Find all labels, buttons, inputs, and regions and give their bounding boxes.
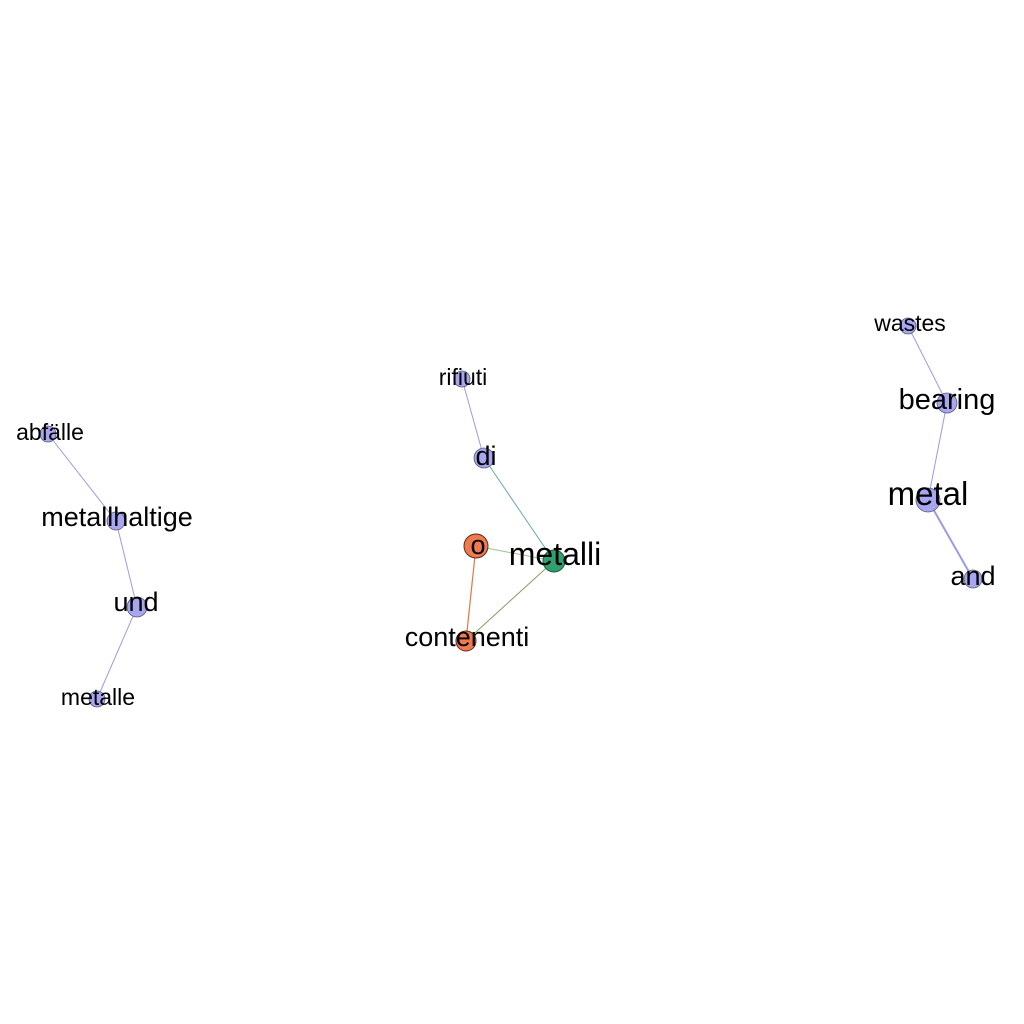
edge-rifiuti-di	[461, 378, 485, 459]
label-contenenti: contenenti	[405, 622, 530, 652]
label-abfalle: abfälle	[16, 419, 84, 445]
label-bearing: bearing	[899, 384, 996, 416]
nodes	[39, 317, 983, 708]
label-and: and	[950, 561, 995, 591]
edges	[47, 325, 974, 700]
edge-und-metalle	[96, 606, 138, 700]
node-rifiuti[interactable]	[453, 370, 471, 388]
edge-metal-and	[927, 499, 974, 580]
edge-di-metalli	[483, 457, 555, 562]
label-metallhaltige: metallhaltige	[41, 502, 193, 532]
labels: abfälle metallhaltige und metalle rifiut…	[16, 310, 995, 710]
node-wastes[interactable]	[899, 317, 917, 335]
node-o[interactable]	[463, 533, 489, 559]
label-metalli: metalli	[509, 536, 601, 572]
label-rifiuti: rifiuti	[439, 364, 488, 390]
node-metallhaltige[interactable]	[106, 511, 126, 531]
label-wastes: wastes	[873, 310, 946, 336]
label-o: o	[470, 530, 485, 560]
node-bearing[interactable]	[936, 392, 958, 414]
edge-o-contenenti	[465, 545, 477, 642]
node-metalli[interactable]	[542, 549, 566, 573]
node-metalle[interactable]	[88, 690, 106, 708]
node-and[interactable]	[963, 569, 983, 589]
label-metal: metal	[888, 475, 969, 512]
node-di[interactable]	[473, 447, 495, 469]
edge-metallhaltige-und	[115, 520, 138, 608]
label-und: und	[113, 587, 158, 617]
edge-bearing-metal	[927, 402, 948, 501]
node-und[interactable]	[126, 596, 148, 618]
edge-abfalle-metallhaltige	[47, 433, 117, 522]
node-abfalle[interactable]	[39, 425, 57, 443]
edge-wastes-bearing	[907, 325, 948, 404]
edge-contenenti-metalli	[465, 560, 555, 642]
edge-o-metalli	[475, 545, 555, 562]
label-di: di	[475, 441, 496, 471]
label-metalle: metalle	[61, 684, 135, 710]
node-contenenti[interactable]	[455, 630, 477, 652]
node-metal[interactable]	[915, 487, 941, 513]
